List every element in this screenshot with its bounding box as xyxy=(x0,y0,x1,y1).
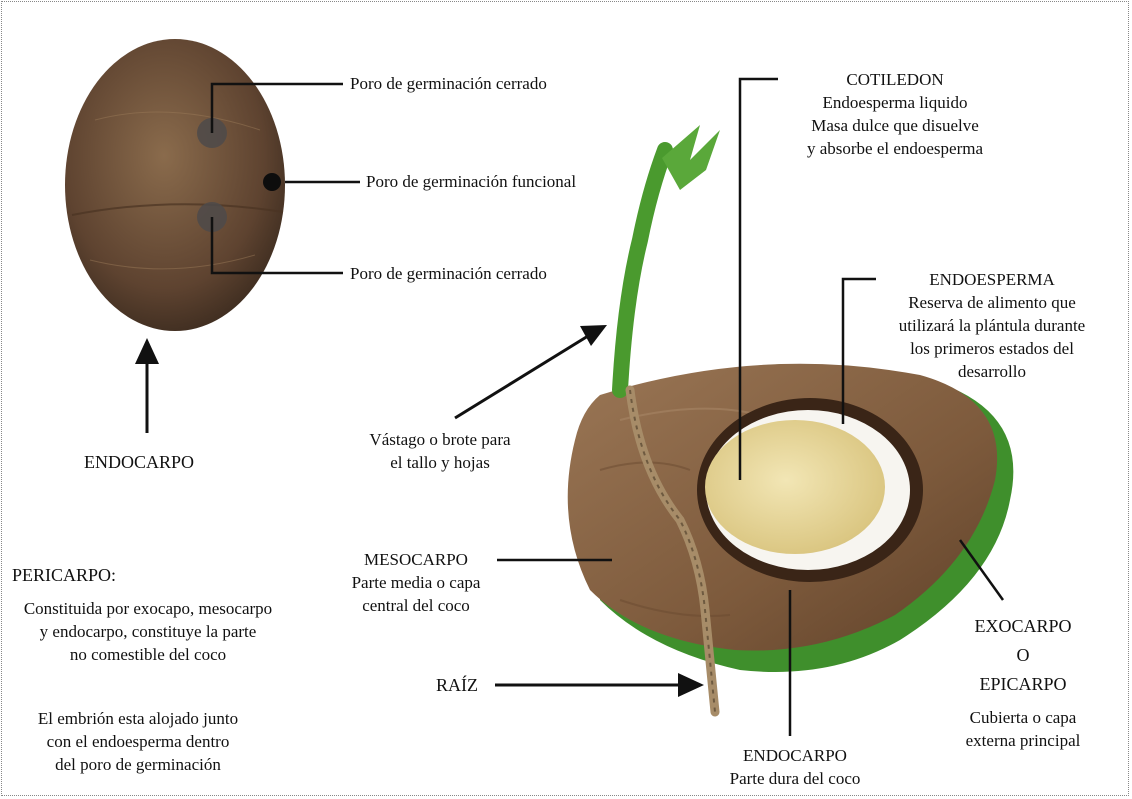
embrion-line-2: con el endoesperma dentro xyxy=(2,730,274,753)
label-raiz: RAÍZ xyxy=(436,674,478,697)
mesocarpo-line-2: central del coco xyxy=(333,594,499,617)
embrion-text: El embrión esta alojado junto con el end… xyxy=(2,707,274,776)
mesocarpo-title: MESOCARPO xyxy=(333,548,499,571)
endoesperma-line-4: desarrollo xyxy=(872,360,1112,383)
label-vastago: Vástago o brote para el tallo y hojas xyxy=(340,428,540,474)
pericarpo-line-2: y endocarpo, constituye la parte xyxy=(2,620,294,643)
endoesperma-title: ENDOESPERMA xyxy=(872,268,1112,291)
vastago-arrow xyxy=(455,325,607,418)
label-endoesperma: ENDOESPERMA Reserva de alimento que util… xyxy=(872,268,1112,383)
pericarpo-title: PERICARPO: xyxy=(12,564,116,587)
endoesperma-line-2: utilizará la plántula durante xyxy=(872,314,1112,337)
pericarpo-line-3: no comestible del coco xyxy=(2,643,294,666)
functional-pore xyxy=(263,173,281,191)
endoesperma-line-3: los primeros estados del xyxy=(872,337,1112,360)
endocarpo-arrow xyxy=(135,338,159,433)
label-poro-cerrado-top: Poro de germinación cerrado xyxy=(350,72,547,95)
label-poro-funcional: Poro de germinación funcional xyxy=(366,170,576,193)
embrion-line-1: El embrión esta alojado junto xyxy=(2,707,274,730)
exocarpo-line-2: O xyxy=(958,641,1088,670)
exocarpo-line-3: EPICARPO xyxy=(958,670,1088,699)
exocarpo-desc-line-2: externa principal xyxy=(948,729,1098,752)
label-exocarpo: EXOCARPO O EPICARPO xyxy=(958,612,1088,699)
exocarpo-line-1: EXOCARPO xyxy=(958,612,1088,641)
label-mesocarpo: MESOCARPO Parte media o capa central del… xyxy=(333,548,499,617)
mesocarpo-line-1: Parte media o capa xyxy=(333,571,499,594)
cotiledon-line-3: y absorbe el endoesperma xyxy=(760,137,1030,160)
label-endocarpo-top: ENDOCARPO xyxy=(84,451,194,474)
cotiledon-line-2: Masa dulce que disuelve xyxy=(760,114,1030,137)
endocarpo-bottom-title: ENDOCARPO xyxy=(700,744,890,767)
pericarpo-line-1: Constituida por exocapo, mesocarpo xyxy=(2,597,294,620)
raiz-arrow xyxy=(495,673,704,697)
vastago-line-1: Vástago o brote para xyxy=(340,428,540,451)
label-poro-cerrado-bottom: Poro de germinación cerrado xyxy=(350,262,547,285)
exocarpo-desc-line-1: Cubierta o capa xyxy=(948,706,1098,729)
vastago-line-2: el tallo y hojas xyxy=(340,451,540,474)
exocarpo-desc: Cubierta o capa externa principal xyxy=(948,706,1098,752)
cotiledon-line-1: Endoesperma liquido xyxy=(760,91,1030,114)
embrion-line-3: del poro de germinación xyxy=(2,753,274,776)
label-endocarpo-bottom: ENDOCARPO Parte dura del coco xyxy=(700,744,890,790)
cotiledon-title: COTILEDON xyxy=(760,68,1030,91)
endoesperma-line-1: Reserva de alimento que xyxy=(872,291,1112,314)
endocarpo-bottom-desc: Parte dura del coco xyxy=(700,767,890,790)
pericarpo-text: Constituida por exocapo, mesocarpo y end… xyxy=(2,597,294,666)
label-cotiledon: COTILEDON Endoesperma liquido Masa dulce… xyxy=(760,68,1030,160)
